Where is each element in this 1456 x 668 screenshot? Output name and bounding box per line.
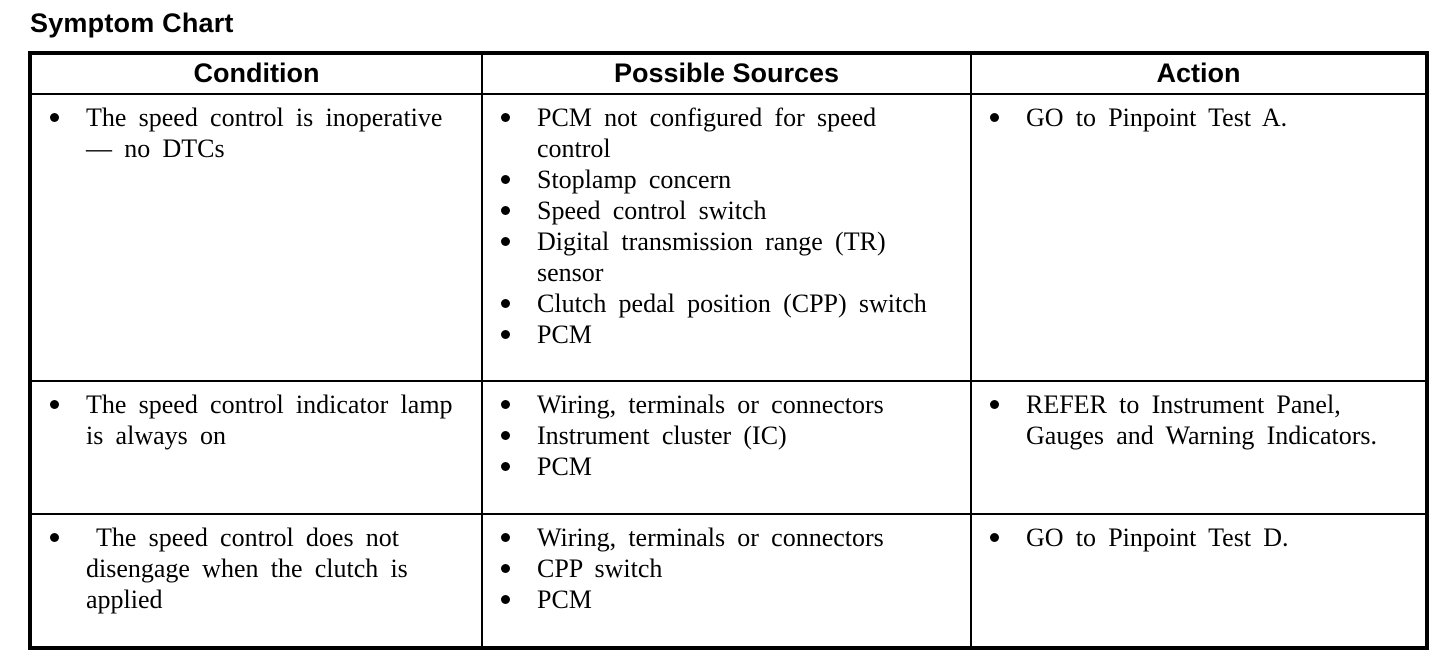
list-item: The speed control indicator lamp is alwa… <box>48 389 458 451</box>
bullet-icon <box>501 533 510 542</box>
bullet-icon <box>501 206 510 215</box>
action-list: GO to Pinpoint Test A. <box>988 102 1419 133</box>
list-item: PCM not configured for speed control <box>499 102 927 164</box>
list-item: Clutch pedal position (CPP) switch <box>499 288 927 319</box>
list-item: PCM <box>499 584 927 615</box>
list-item: Digital transmission range (TR) sensor <box>499 226 927 288</box>
document-page: Symptom Chart Condition Possible Sources… <box>28 8 1429 650</box>
condition-list: The speed control is inoperative — no DT… <box>48 102 475 164</box>
list-item: CPP switch <box>499 553 927 584</box>
list-item: PCM <box>499 319 927 350</box>
possible-sources-list: Wiring, terminals or connectors CPP swit… <box>499 522 964 615</box>
bullet-icon <box>501 237 510 246</box>
list-item-text: Wiring, terminals or connectors <box>537 390 884 419</box>
possible-sources-cell: Wiring, terminals or connectors CPP swit… <box>481 513 972 649</box>
column-header-possible-sources: Possible Sources <box>481 52 972 95</box>
bullet-icon <box>501 330 510 339</box>
condition-list: The speed control does not disengage whe… <box>48 522 475 615</box>
list-item: Wiring, terminals or connectors <box>499 389 927 420</box>
list-item: Wiring, terminals or connectors <box>499 522 927 553</box>
bullet-icon <box>501 462 510 471</box>
bullet-icon <box>990 533 999 542</box>
list-item: PCM <box>499 451 927 482</box>
bullet-icon <box>50 533 59 542</box>
list-item-text: The speed control does not disengage whe… <box>86 523 408 614</box>
list-item-text: GO to Pinpoint Test A. <box>1026 103 1288 132</box>
possible-sources-list: PCM not configured for speed control Sto… <box>499 102 964 350</box>
bullet-icon <box>50 113 59 122</box>
list-item-text: Instrument cluster (IC) <box>537 421 787 450</box>
possible-sources-list: Wiring, terminals or connectors Instrume… <box>499 389 964 482</box>
list-item-text: GO to Pinpoint Test D. <box>1026 523 1289 552</box>
bullet-icon <box>501 431 510 440</box>
list-item-text: Stoplamp concern <box>537 165 732 194</box>
list-item: The speed control does not disengage whe… <box>48 522 458 615</box>
list-item-text: PCM <box>537 320 592 349</box>
bullet-icon <box>990 400 999 409</box>
table-header-row: Condition Possible Sources Action <box>29 52 1428 95</box>
bullet-icon <box>501 595 510 604</box>
list-item-text: REFER to Instrument Panel, Gauges and Wa… <box>1026 390 1378 450</box>
bullet-icon <box>990 113 999 122</box>
list-item: The speed control is inoperative — no DT… <box>48 102 458 164</box>
list-item: Speed control switch <box>499 195 927 226</box>
list-item-text: The speed control indicator lamp is alwa… <box>86 390 453 450</box>
list-item: GO to Pinpoint Test D. <box>988 522 1419 553</box>
bullet-icon <box>501 175 510 184</box>
column-header-action: Action <box>970 52 1428 95</box>
symptom-chart-table: Condition Possible Sources Action The sp… <box>28 51 1429 650</box>
action-cell: GO to Pinpoint Test A. <box>970 93 1428 382</box>
list-item: Stoplamp concern <box>499 164 927 195</box>
list-item-text: The speed control is inoperative — no DT… <box>86 103 443 163</box>
list-item: GO to Pinpoint Test A. <box>988 102 1419 133</box>
list-item-text: CPP switch <box>537 554 663 583</box>
condition-list: The speed control indicator lamp is alwa… <box>48 389 475 451</box>
condition-cell: The speed control is inoperative — no DT… <box>29 93 483 382</box>
list-item-text: PCM not configured for speed control <box>537 103 877 163</box>
column-header-condition: Condition <box>29 52 483 95</box>
action-cell: REFER to Instrument Panel, Gauges and Wa… <box>970 380 1428 515</box>
list-item: REFER to Instrument Panel, Gauges and Wa… <box>988 389 1419 451</box>
table-row: The speed control indicator lamp is alwa… <box>29 380 1428 515</box>
action-list: REFER to Instrument Panel, Gauges and Wa… <box>988 389 1419 451</box>
list-item: Instrument cluster (IC) <box>499 420 927 451</box>
action-cell: GO to Pinpoint Test D. <box>970 513 1428 649</box>
condition-cell: The speed control indicator lamp is alwa… <box>29 380 483 515</box>
bullet-icon <box>501 400 510 409</box>
action-list: GO to Pinpoint Test D. <box>988 522 1419 553</box>
list-item-text: Digital transmission range (TR) sensor <box>537 227 886 287</box>
list-item-text: PCM <box>537 585 592 614</box>
possible-sources-cell: PCM not configured for speed control Sto… <box>481 93 972 382</box>
list-item-text: Clutch pedal position (CPP) switch <box>537 289 927 318</box>
bullet-icon <box>501 113 510 122</box>
table-row: The speed control is inoperative — no DT… <box>29 93 1428 382</box>
bullet-icon <box>501 564 510 573</box>
possible-sources-cell: Wiring, terminals or connectors Instrume… <box>481 380 972 515</box>
page-title: Symptom Chart <box>30 8 234 38</box>
list-item-text: Speed control switch <box>537 196 767 225</box>
list-item-text: Wiring, terminals or connectors <box>537 523 884 552</box>
bullet-icon <box>50 400 59 409</box>
condition-cell: The speed control does not disengage whe… <box>29 513 483 649</box>
list-item-text: PCM <box>537 452 592 481</box>
bullet-icon <box>501 299 510 308</box>
table-row: The speed control does not disengage whe… <box>29 513 1428 649</box>
